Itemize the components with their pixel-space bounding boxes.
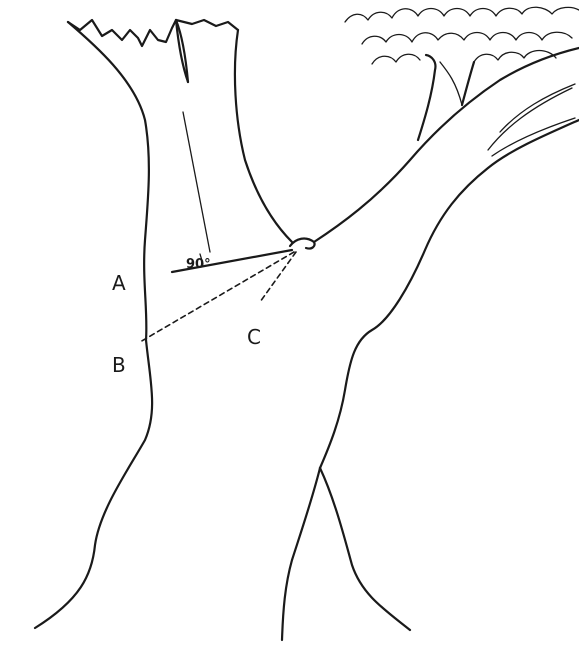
perpendicular-guide-line	[183, 112, 210, 252]
label-a: A	[112, 271, 126, 295]
twig-2	[500, 84, 575, 132]
branch-collar	[290, 239, 315, 249]
angle-label: 90°	[186, 257, 211, 272]
foliage-bottom	[372, 51, 556, 65]
label-b: B	[112, 353, 126, 377]
upper-branch-fork	[440, 62, 462, 105]
foliage-middle	[362, 32, 572, 44]
label-c: C	[247, 325, 261, 349]
trunk-left-outline	[35, 22, 152, 628]
cut-line-c	[260, 252, 296, 302]
stub-right-edge	[235, 30, 292, 242]
twig-1	[488, 88, 572, 150]
cut-line-b	[140, 252, 294, 342]
upper-branch-left	[418, 55, 435, 140]
twig-3	[492, 118, 575, 156]
trunk-top-jagged	[68, 20, 176, 46]
foliage-top	[345, 7, 579, 22]
trunk-fork-left	[282, 468, 320, 640]
trunk-fork-right	[320, 468, 410, 630]
limb-lower-edge	[320, 120, 579, 468]
upper-branch-right	[462, 62, 474, 105]
